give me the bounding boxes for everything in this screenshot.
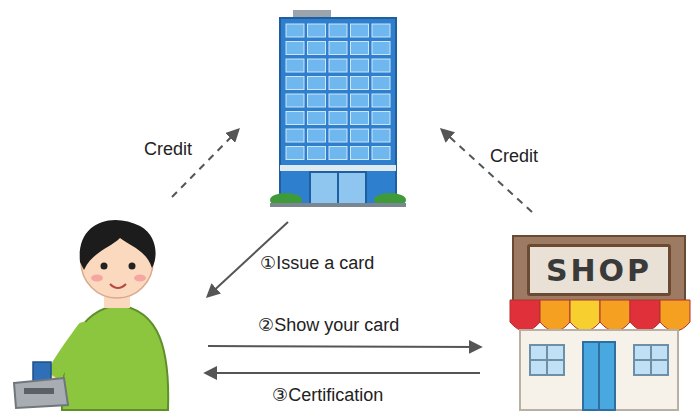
flow-label: Credit <box>488 145 540 167</box>
shop-sign: SHOP <box>527 244 671 296</box>
step-label: ①Issue a card <box>258 252 376 274</box>
office-building <box>270 10 406 207</box>
flow-arrows <box>172 130 532 373</box>
shop-building <box>510 236 690 410</box>
flow-label: Credit <box>142 138 194 160</box>
sign-text: SHOP <box>546 253 652 288</box>
step-label: ②Show your card <box>256 314 401 336</box>
step-label: ③Certification <box>270 384 385 406</box>
customer-person <box>14 220 168 410</box>
